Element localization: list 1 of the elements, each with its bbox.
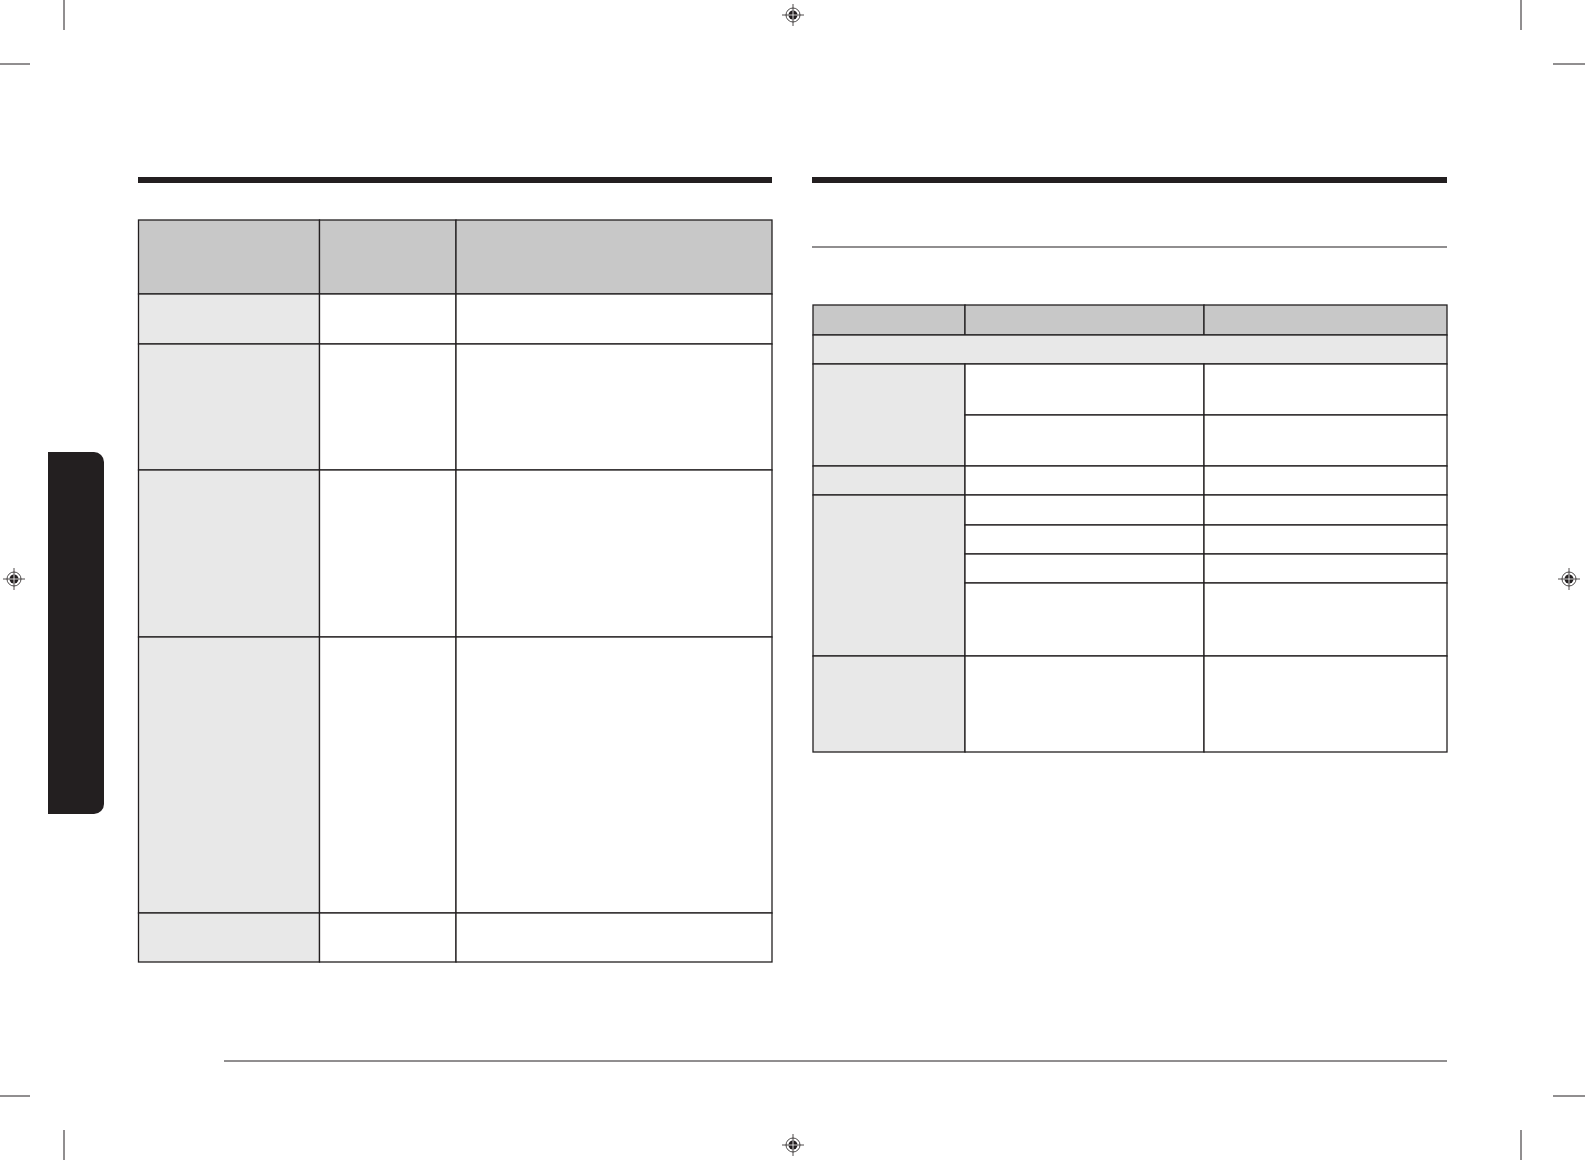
- side-tab: [47, 452, 104, 814]
